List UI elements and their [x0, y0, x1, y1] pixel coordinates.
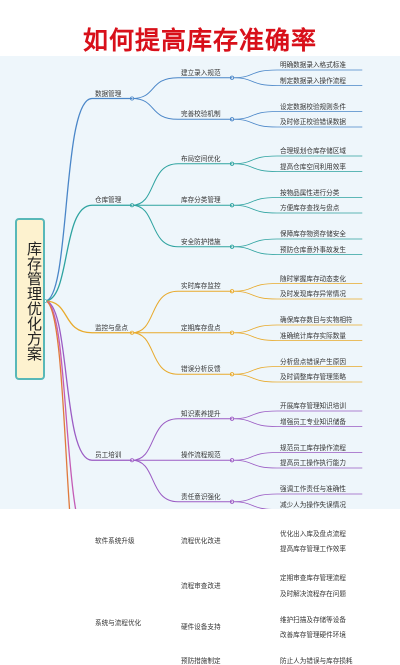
subtopic-label: 定期库存盘点	[181, 323, 221, 332]
leaf-label: 增强员工专业知识储备	[280, 417, 346, 426]
subtopic-connector	[131, 163, 233, 206]
branch-label: 数据管理	[95, 89, 122, 98]
leaf-label: 随时掌握库存动态变化	[280, 274, 346, 283]
subtopic-label: 库存分类管理	[181, 196, 221, 205]
leaf-label: 方便库存查找与盘点	[280, 204, 340, 212]
leaf-label: 及时调整库存管理策略	[280, 373, 346, 381]
subtopic-connector	[131, 290, 233, 334]
leaf-label: 按物品属性进行分类	[280, 188, 340, 197]
leaf-label: 减少人为操作失误情况	[280, 500, 346, 509]
subtopic-label: 建立录入规范	[181, 68, 221, 77]
branch-label: 监控与盘点	[95, 323, 128, 332]
leaf-label: 分析盘点错误产生原因	[280, 357, 346, 366]
page-title: 如何提高库存准确率	[82, 26, 317, 55]
branch-connector	[44, 300, 77, 509]
leaf-connector	[231, 501, 274, 509]
leaf-connector	[231, 163, 363, 172]
mind-map: 库存管理优化方案 明确数据录入格式标准制定数据录入操作流程 建立录入规范设定数据校…	[0, 56, 400, 665]
leaf-label: 确保库存数目与实物相符	[280, 316, 353, 324]
leaf-label: 及时修正校验错误数据	[280, 118, 346, 126]
leaf-connector	[231, 290, 363, 300]
leaf-label: 保障库存物资存储安全	[280, 230, 346, 238]
subtopic-label: 预防措施制定	[181, 657, 221, 665]
leaf-connector	[231, 418, 363, 427]
branch-connector	[44, 300, 133, 461]
leaf-label: 优化出入库及盘点流程	[280, 529, 346, 538]
leaf-connector	[231, 77, 363, 86]
subtopic-connector	[131, 418, 233, 461]
subtopic-connector	[131, 77, 233, 99]
leaf-label: 提高库存管理工作效率	[280, 545, 346, 553]
subtopic-label: 知识素养提升	[181, 409, 221, 418]
connector-lines	[43, 69, 363, 509]
leaf-label: 设定数据校验规则条件	[280, 102, 346, 111]
subtopic-label: 流程优化改进	[181, 537, 221, 546]
leaf-connector	[231, 69, 363, 79]
subtopic-label: 操作流程规范	[181, 451, 221, 460]
leaf-connector	[231, 332, 363, 341]
leaf-connector	[231, 246, 363, 255]
leaf-connector	[231, 238, 363, 248]
subtopic-connector	[131, 459, 233, 503]
leaf-label: 强调工作责任与准确性	[280, 485, 346, 493]
leaf-label: 及时解决流程存在问题	[280, 589, 346, 598]
leaf-label: 合理规划仓库存储区域	[280, 147, 346, 155]
subtopic-label: 责任意识强化	[181, 492, 221, 501]
leaf-label: 定期审查库存管理流程	[280, 574, 346, 582]
branch-label: 仓库管理	[95, 196, 122, 205]
leaf-label: 预防仓库意外事故发生	[280, 245, 346, 254]
branch-connector	[44, 300, 133, 334]
leaf-connector	[231, 452, 363, 461]
leaf-connector	[231, 373, 363, 383]
leaf-connector	[231, 493, 363, 503]
branch-label: 软件系统升级	[95, 537, 135, 546]
leaf-connector	[231, 366, 363, 375]
leaf-connector	[231, 111, 363, 120]
leaf-label: 维护扫描及存储等设备	[280, 615, 346, 624]
leaf-label: 提高员工操作执行能力	[280, 459, 346, 467]
leaf-label: 开展库存管理知识培训	[280, 402, 346, 410]
branch-label: 员工培训	[95, 451, 122, 460]
leaf-label: 防止人为错误与库存损耗	[280, 657, 353, 665]
leaf-label: 制定数据录入操作流程	[280, 76, 346, 85]
leaf-connector	[231, 197, 363, 206]
subtopic-connector	[131, 98, 233, 120]
leaf-connector	[231, 324, 363, 334]
leaf-connector	[231, 118, 363, 128]
leaf-label: 及时发现库存异常情况	[280, 290, 346, 298]
root-node-label: 库存管理优化方案	[25, 241, 43, 361]
branch-connector	[44, 300, 71, 509]
branch-connector	[44, 204, 133, 302]
subtopic-label: 安全防护措施	[181, 237, 221, 246]
subtopic-label: 完善校验机制	[181, 110, 221, 119]
branch-connector	[44, 97, 133, 302]
subtopic-connector	[131, 204, 233, 248]
leaf-connector	[231, 283, 363, 292]
leaf-connector	[231, 204, 363, 214]
leaf-label: 明确数据录入格式标准	[280, 61, 346, 69]
leaf-connector	[231, 155, 363, 165]
leaf-label: 改善库存管理硬件环境	[280, 631, 346, 639]
subtopic-label: 错误分析反馈	[181, 365, 221, 374]
subtopic-label: 流程审查改进	[181, 581, 221, 590]
root-node: 库存管理优化方案	[15, 218, 45, 380]
leaf-label: 规范员工库存操作流程	[280, 443, 346, 452]
subtopic-label: 硬件设备支持	[181, 623, 221, 632]
leaf-connector	[231, 459, 363, 469]
leaf-label: 提高仓库空间利用效率	[280, 162, 346, 171]
branch-label: 系统与流程优化	[95, 619, 142, 628]
subtopic-label: 布局空间优化	[181, 154, 221, 163]
subtopic-connector	[131, 332, 233, 375]
leaf-connector	[231, 410, 363, 420]
leaf-label: 准确统计库存实际数量	[280, 331, 346, 340]
subtopic-label: 实时库存监控	[181, 282, 221, 291]
